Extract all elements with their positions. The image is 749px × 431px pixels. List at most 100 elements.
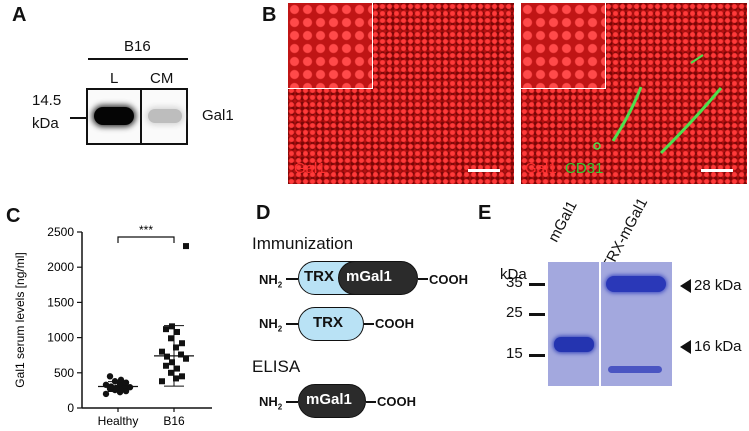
data-point — [102, 390, 110, 398]
data-point — [159, 348, 165, 355]
x-tick-label: B16 — [163, 414, 185, 428]
marker-35: 35 — [506, 274, 523, 291]
data-point — [173, 344, 179, 351]
data-point — [106, 373, 114, 380]
data-point — [183, 243, 189, 250]
lane-label-l: L — [110, 70, 119, 87]
marker-25: 25 — [506, 304, 523, 321]
significance-bracket — [117, 236, 175, 243]
panel-label-d: D — [256, 202, 271, 224]
n-terminus: NH2 — [259, 316, 283, 334]
y-tick-label: 500 — [54, 366, 74, 380]
n-terminus: NH2 — [259, 394, 283, 412]
y-tick-label: 1000 — [47, 331, 74, 345]
linker — [286, 278, 298, 280]
y-tick-label: 2500 — [47, 225, 74, 239]
c-terminus: COOH — [377, 394, 416, 409]
protein-label: Gal1 — [202, 107, 234, 124]
micrograph-inset — [521, 3, 606, 89]
scale-bar — [701, 169, 733, 172]
data-point — [174, 328, 180, 335]
lane-label-cm: CM — [150, 70, 174, 87]
data-point — [112, 384, 120, 392]
data-point — [183, 355, 189, 362]
data-point — [179, 340, 185, 347]
data-point — [102, 381, 110, 388]
lane-divider — [140, 90, 142, 143]
kda-label: kDa — [500, 266, 527, 283]
y-tick-label: 2000 — [47, 260, 74, 274]
micrograph-inset — [288, 3, 373, 89]
data-point — [159, 378, 165, 385]
panel-label-b: B — [262, 4, 277, 26]
linker — [286, 323, 298, 325]
data-point — [122, 387, 130, 395]
x-tick-label: Healthy — [98, 414, 139, 428]
mgal1-domain — [298, 384, 366, 418]
data-point — [111, 378, 119, 385]
trx-label: TRX — [313, 314, 343, 331]
lane-divider — [599, 262, 601, 386]
band-minor — [608, 366, 662, 373]
western-blot — [86, 88, 188, 145]
data-point — [117, 376, 125, 384]
panel-label-a: A — [12, 4, 27, 26]
y-axis-label: Gal1 serum levels [ng/ml] — [13, 252, 27, 387]
significance-label: *** — [139, 223, 153, 237]
arrow-28kda-icon — [680, 279, 691, 293]
lane-label-mgal1: mGal1 — [544, 198, 581, 245]
data-point — [169, 359, 175, 366]
mgal1-domain — [338, 261, 418, 295]
data-point — [163, 326, 169, 333]
group-bracket-line — [88, 58, 188, 60]
data-point — [164, 353, 170, 360]
data-point — [169, 323, 175, 330]
linker — [418, 278, 428, 280]
stain-label-cd31: CD31 — [565, 160, 604, 177]
marker-tick — [529, 354, 545, 357]
marker-tick — [529, 313, 545, 316]
band-conditioned-medium — [148, 109, 182, 123]
marker-tick — [70, 117, 86, 119]
data-point — [168, 369, 174, 376]
scale-bar — [468, 169, 500, 172]
trx-label: TRX — [304, 268, 334, 285]
data-point — [163, 362, 169, 369]
linker — [366, 401, 376, 403]
immunization-title: Immunization — [252, 234, 354, 253]
c-terminus: COOH — [429, 272, 468, 287]
stain-label-gal1: Gal1 — [294, 160, 326, 177]
micrograph-gal1: Gal1 — [288, 3, 514, 184]
data-point — [179, 373, 185, 380]
data-point — [173, 375, 179, 382]
mgal1-label: mGal1 — [346, 268, 392, 285]
data-point — [174, 365, 180, 372]
coomassie-gel — [548, 262, 672, 386]
data-point — [126, 384, 134, 391]
band-trx-mgal1 — [606, 276, 666, 292]
stain-label-gal1: Gal1 — [525, 160, 557, 177]
y-tick-label: 0 — [67, 401, 74, 415]
mgal1-label: mGal1 — [306, 391, 352, 408]
data-point — [178, 351, 184, 358]
marker-tick — [529, 283, 545, 286]
data-point — [122, 379, 130, 386]
band-label-16kda: 16 kDa — [694, 338, 742, 355]
marker-15: 15 — [506, 345, 523, 362]
linker — [364, 323, 374, 325]
data-point — [107, 383, 115, 390]
panel-label-e: E — [478, 202, 492, 224]
marker-unit: kDa — [32, 115, 59, 132]
arrow-16kda-icon — [680, 340, 691, 354]
band-label-28kda: 28 kDa — [694, 277, 742, 294]
micrograph-gal1-cd31: Gal1 CD31 — [521, 3, 747, 184]
linker — [286, 401, 298, 403]
y-tick-label: 1500 — [47, 295, 74, 309]
band-mgal1 — [554, 337, 594, 352]
trx-domain — [298, 307, 364, 341]
panel-label-c: C — [6, 205, 21, 227]
elisa-title: ELISA — [252, 357, 301, 376]
western-group-label: B16 — [124, 38, 151, 55]
marker-value: 14.5 — [32, 92, 62, 109]
